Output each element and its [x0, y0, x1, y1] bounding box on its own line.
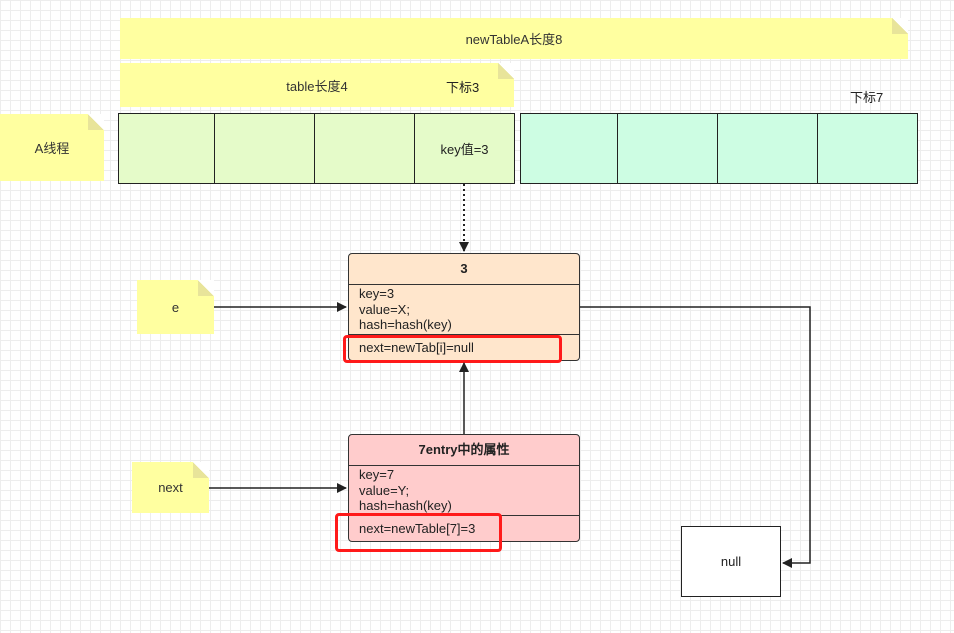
old-table-cell-0 [118, 113, 215, 184]
entry-3-title: 3 [349, 254, 579, 285]
entry-7-title: 7entry中的属性 [349, 435, 579, 466]
table-length-label: table长度4 [286, 78, 348, 94]
entry-3-fields: key=3 value=X; hash=hash(key) [349, 285, 579, 335]
new-table-cell-3 [817, 113, 918, 184]
entry-3-next-field: next=newTab[i]=null [359, 339, 474, 355]
arrow-entry3-to-null [580, 306, 811, 568]
var-next-note: next [132, 462, 209, 513]
new-table-length-label: newTableA长度8 [465, 32, 563, 47]
var-e-note: e [137, 280, 214, 334]
index-7-label: 下标7 [850, 90, 884, 105]
new-table-cell-2 [717, 113, 818, 184]
index-3-label: 下标3 [446, 80, 480, 95]
var-next-label: next [158, 480, 183, 495]
null-box: null [681, 526, 781, 597]
new-table-cell-1 [617, 113, 718, 184]
entry-7-next-highlight [335, 513, 502, 552]
var-e-label: e [171, 299, 180, 315]
entry-7-next-field: next=newTable[7]=3 [359, 520, 476, 536]
thread-a-note: A线程 [0, 114, 104, 181]
entry-7-box: 7entry中的属性 key=7 value=Y; hash=hash(key)… [348, 434, 580, 542]
thread-a-label: A线程 [34, 141, 70, 156]
null-label: null [720, 554, 742, 569]
new-table-length-note: newTableA长度8 [120, 18, 908, 59]
key-value-3-label: key值=3 [440, 142, 489, 157]
old-table-cell-3: key值=3 [414, 113, 515, 184]
entry-3-box: 3 key=3 value=X; hash=hash(key) next=new… [348, 253, 580, 361]
table-length-note: table长度4 [120, 63, 514, 107]
entry-3-next-highlight [343, 335, 562, 363]
old-table-cell-2 [314, 113, 415, 184]
